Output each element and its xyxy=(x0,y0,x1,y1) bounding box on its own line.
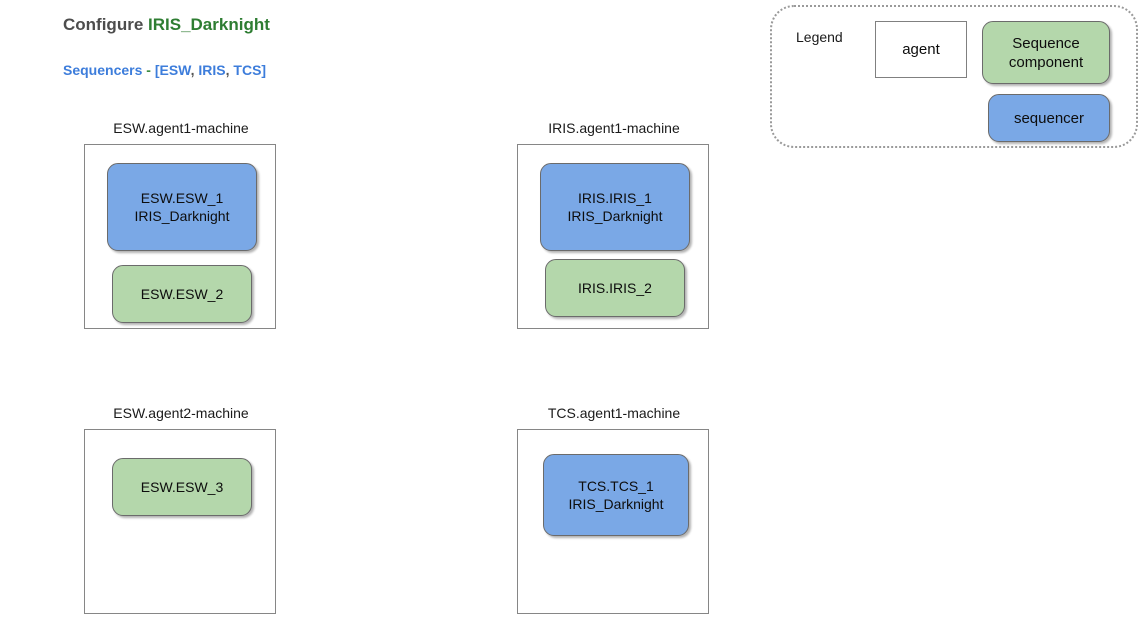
legend-panel: Legend agent Sequence component sequence… xyxy=(770,5,1138,148)
machine-label: ESW.agent1-machine xyxy=(113,120,249,136)
legend-swatch-sequencer: sequencer xyxy=(988,94,1110,142)
page-title-target: IRIS_Darknight xyxy=(148,15,270,34)
node-label-line1: ESW.ESW_3 xyxy=(140,479,224,495)
node-label-line2: IRIS_Darknight xyxy=(567,208,663,224)
sequencers-bracket-open: [ xyxy=(154,62,160,78)
sequencer-item-0: ESW xyxy=(159,62,191,78)
sequencers-bracket-close: ] xyxy=(261,62,267,78)
machine-label: ESW.agent2-machine xyxy=(113,405,249,421)
sequencers-dash: - xyxy=(146,62,151,78)
sequencers-separator-1: , xyxy=(225,62,230,78)
node-label-line2: IRIS_Darknight xyxy=(568,496,664,512)
legend-title: Legend xyxy=(796,29,843,45)
sequencers-label: Sequencers xyxy=(63,62,143,78)
node-label-line1: ESW.ESW_2 xyxy=(140,286,224,302)
page-title-prefix: Configure xyxy=(63,15,144,34)
machine-label: IRIS.agent1-machine xyxy=(548,120,680,136)
sequencer-item-1: IRIS xyxy=(198,62,226,78)
node-label: ESW.ESW_2 xyxy=(141,285,223,303)
sequencers-separator-0: , xyxy=(190,62,195,78)
legend-agent-label: agent xyxy=(902,41,940,58)
sequencers-subtitle: Sequencers - [ESW, IRIS, TCS] xyxy=(63,62,266,78)
machine-frame: ESW.ESW_3 xyxy=(84,429,276,614)
page-title: Configure IRIS_Darknight xyxy=(63,15,270,35)
node-label-line1: IRIS.IRIS_2 xyxy=(578,280,652,296)
legend-sequencer-label: sequencer xyxy=(1013,109,1085,127)
sequence-component-node[interactable]: ESW.ESW_3 xyxy=(112,458,252,516)
legend-component-label-line1: Sequence xyxy=(1012,34,1080,52)
node-label-line1: ESW.ESW_1 xyxy=(140,190,224,206)
sequence-component-node[interactable]: IRIS.IRIS_2 xyxy=(545,259,685,317)
node-label: IRIS.IRIS_2 xyxy=(578,279,652,297)
legend-swatch-agent: agent xyxy=(875,21,967,78)
legend-component-label: Sequence component xyxy=(1009,34,1083,72)
node-label: ESW.ESW_3 xyxy=(141,478,223,496)
node-label-line1: IRIS.IRIS_1 xyxy=(578,190,652,206)
sequencer-item-2: TCS xyxy=(233,62,262,78)
machine-label: TCS.agent1-machine xyxy=(547,405,681,421)
legend-swatch-sequence-component: Sequence component xyxy=(982,21,1110,84)
legend-component-label-line2: component xyxy=(1008,53,1084,71)
sequence-component-node[interactable]: ESW.ESW_2 xyxy=(112,265,252,323)
node-label-line1: TCS.TCS_1 xyxy=(578,478,654,494)
node-label-line2: IRIS_Darknight xyxy=(134,208,230,224)
